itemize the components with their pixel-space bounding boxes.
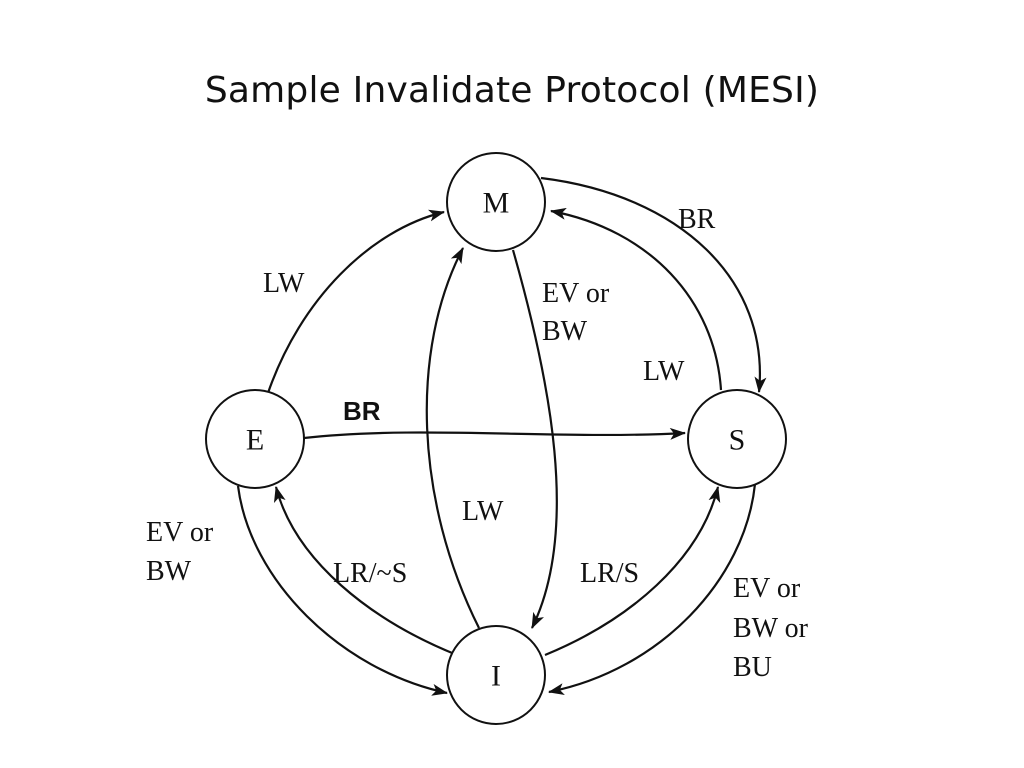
edge-e-to-s: [303, 427, 686, 440]
edge-m-to-s: [540, 176, 767, 393]
edge-s-to-m: [550, 207, 723, 391]
state-s-label: S: [729, 424, 746, 457]
label-m-to-i-line2: BW: [542, 316, 588, 347]
edge-s-to-i: [548, 483, 757, 695]
label-m-to-i-line1: EV or: [542, 278, 610, 309]
label-s-to-i-line1: EV or: [733, 573, 801, 604]
state-s: S: [687, 389, 787, 489]
state-i-label: I: [491, 660, 501, 693]
edge-i-to-e: [273, 486, 458, 657]
edge-e-to-m: [266, 209, 445, 394]
state-i: I: [446, 625, 546, 725]
edge-e-to-i: [236, 485, 448, 696]
label-e-to-s: BR: [343, 396, 381, 426]
label-i-to-s: LR/S: [580, 558, 639, 589]
label-i-to-m: LW: [462, 496, 504, 527]
label-m-to-s: BR: [678, 204, 716, 235]
label-i-to-e: LR/~S: [333, 558, 407, 589]
state-m-label: M: [483, 187, 510, 220]
edge-i-to-s: [544, 486, 721, 657]
slide-title: Sample Invalidate Protocol (MESI): [204, 70, 820, 111]
label-s-to-i-line2: BW or: [733, 613, 809, 644]
label-s-to-m: LW: [643, 356, 685, 387]
state-e: E: [205, 389, 305, 489]
edge-m-to-i: [511, 249, 558, 629]
edge-i-to-m: [425, 247, 480, 629]
label-e-to-m: LW: [263, 268, 305, 299]
label-s-to-i-line3: BU: [733, 652, 772, 683]
state-e-label: E: [246, 424, 264, 457]
state-m: M: [446, 152, 546, 252]
label-e-to-i-line1: EV or: [146, 517, 214, 548]
label-e-to-i-line2: BW: [146, 556, 192, 587]
